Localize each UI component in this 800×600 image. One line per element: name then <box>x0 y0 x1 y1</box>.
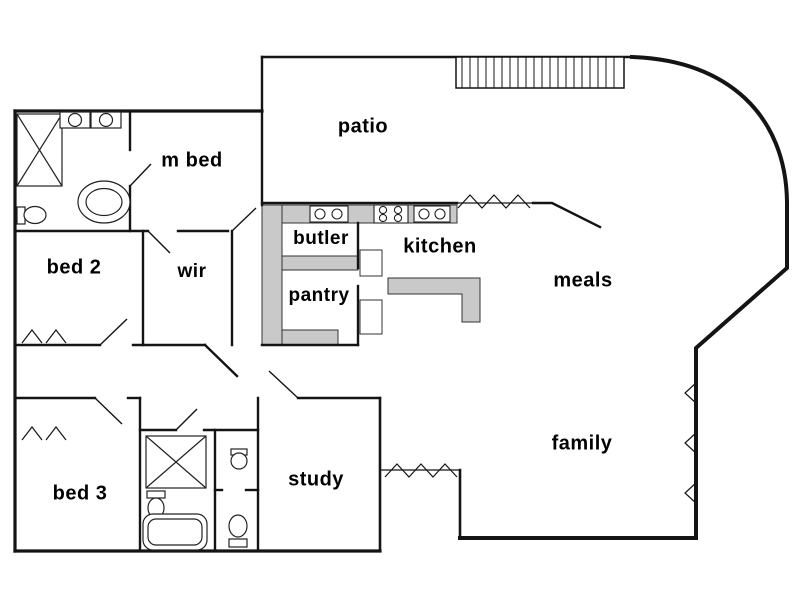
wall-cabinet-strip <box>261 204 283 346</box>
toilet-icon <box>16 205 47 225</box>
window-icon <box>457 194 531 209</box>
window-sills <box>380 202 533 471</box>
room-label-m-bed: m bed <box>161 149 223 172</box>
toilet-icon <box>146 490 166 519</box>
window-icon <box>684 481 698 505</box>
appliance-spaces <box>359 249 383 335</box>
pantry-shelf <box>281 329 339 346</box>
wall-segment <box>531 201 602 229</box>
door-icon <box>129 163 152 187</box>
basin-icon <box>230 448 248 470</box>
robe-door-icon <box>45 329 67 344</box>
butler-sink-icon <box>309 205 349 223</box>
door-icons <box>94 163 299 431</box>
room-label-wir: wir <box>177 261 207 282</box>
kitchen-sink-icon <box>413 205 451 223</box>
butler-bench <box>281 255 359 271</box>
room-label-bed-2: bed 2 <box>46 256 102 279</box>
toilet-icon <box>228 514 248 548</box>
room-label-bed-3: bed 3 <box>52 482 108 505</box>
room-label-pantry: pantry <box>288 285 350 306</box>
room-label-patio: patio <box>337 115 389 138</box>
shower-icon <box>16 113 63 187</box>
door-icon <box>231 207 257 232</box>
window-icon <box>684 431 698 455</box>
room-label-study: study <box>288 468 344 491</box>
window-icon <box>384 463 458 478</box>
door-icon <box>268 370 299 399</box>
kitchen-fixtures <box>309 204 451 224</box>
window-icons <box>21 194 698 505</box>
door-icon <box>147 230 171 254</box>
double-vanity-icon <box>59 111 122 129</box>
door-icon <box>175 408 198 431</box>
robe-door-icon <box>21 426 43 441</box>
bathtub-icon <box>142 513 208 551</box>
staircase-icon <box>455 56 625 89</box>
oven-icon <box>359 249 383 277</box>
window-icon <box>684 381 698 405</box>
exterior-walls <box>13 54 789 553</box>
cooktop-icon <box>373 204 409 224</box>
shower-icon <box>145 435 207 489</box>
spa-bath-icon <box>77 180 131 224</box>
ensuite-fixtures <box>16 111 131 225</box>
island-bench-icon <box>387 277 481 323</box>
interior-walls <box>13 109 602 553</box>
room-label-family: family <box>551 432 613 455</box>
robe-door-icon <box>21 329 43 344</box>
door-icon <box>99 318 128 346</box>
room-label-butler: butler <box>293 228 349 249</box>
robe-door-icon <box>45 426 67 441</box>
room-label-kitchen: kitchen <box>403 235 477 258</box>
curved-exterior-wall <box>458 54 789 540</box>
wall-segment <box>203 343 239 378</box>
door-icon <box>94 397 123 425</box>
room-label-meals: meals <box>553 269 613 292</box>
bathroom-fixtures <box>142 435 248 551</box>
fridge-icon <box>359 299 383 335</box>
